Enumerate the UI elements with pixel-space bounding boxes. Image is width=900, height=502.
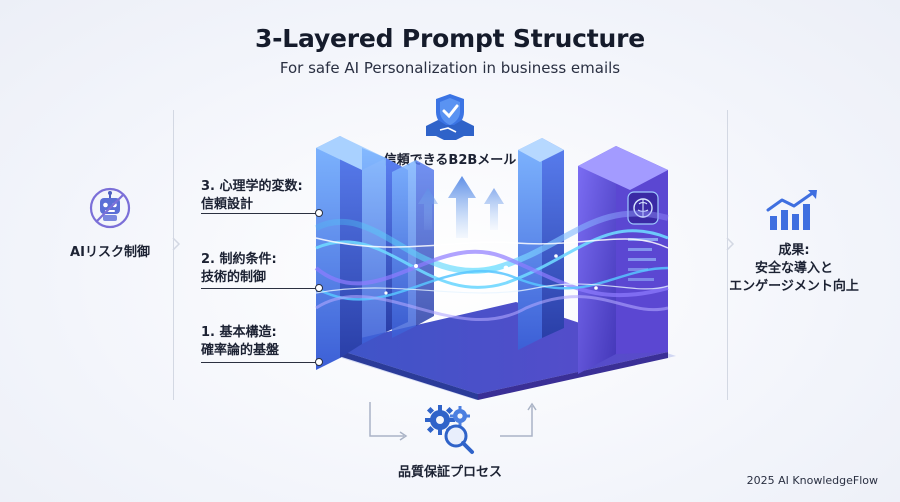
layer-1-label: 1. 基本構造: 確率論的基盤 [201,324,331,360]
layer-3-label: 3. 心理学的変数: 信頼設計 [201,178,331,214]
shield-handshake-icon [426,94,474,140]
outcome-line-2: 安全な導入と [754,261,833,276]
growth-chart-icon [766,190,817,230]
layer-1-title: 1. 基本構造: [201,325,277,340]
left-divider [173,110,174,400]
layer-2-leader [201,288,318,289]
layer-1-subtitle: 確率論的基盤 [201,343,280,358]
left-divider-chevron [172,237,181,251]
layer-2-label: 2. 制約条件: 技術的制御 [201,251,331,287]
layer-1-marker [315,358,323,366]
layered-structure-illustration [314,136,676,400]
layer-1-leader [201,362,318,363]
layer-3-leader [201,213,318,214]
layer-3-subtitle: 信頼設計 [201,197,254,212]
qa-flow-arrows [369,402,537,441]
outcome-label: 成果: 安全な導入と エンゲージメント向上 [728,242,860,296]
layer-2-subtitle: 技術的制御 [201,270,267,285]
layer-3-marker [315,209,323,217]
outcome-line-3: エンゲージメント向上 [729,279,859,294]
right-divider [727,110,728,400]
page-title: 3-Layered Prompt Structure [254,24,646,53]
layer-2-marker [315,284,323,292]
page-subtitle: For safe AI Personalization in business … [279,59,621,77]
outcome-line-1: 成果: [778,243,810,258]
layer-3-title: 3. 心理学的変数: [201,179,303,194]
qa-process-label: 品質保証プロセス [397,465,502,480]
no-robot-icon [89,187,131,229]
ai-risk-label: AIリスク制御 [70,245,150,260]
gears-magnifier-icon [425,405,474,454]
footer-credit: 2025 AI KnowledgeFlow [746,474,878,487]
layer-2-title: 2. 制約条件: [201,252,277,267]
right-divider-chevron [726,237,735,251]
